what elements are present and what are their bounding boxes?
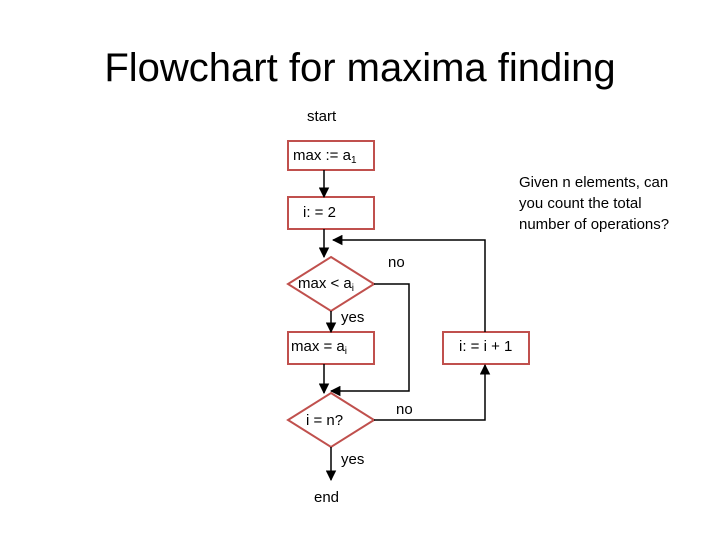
- note-line: number of operations?: [519, 216, 670, 233]
- page-title: Flowchart for maxima finding: [104, 46, 616, 90]
- assign-max-box: [287, 331, 375, 365]
- init-i-box: [287, 196, 375, 230]
- assign-max-label: max = ai: [291, 338, 348, 357]
- check-yes-label: yes: [341, 451, 365, 468]
- edge-increment-loop: [331, 234, 486, 332]
- end-label: end: [314, 489, 340, 506]
- init-max-box: [287, 140, 375, 171]
- init-max-label: max := a1: [293, 147, 357, 166]
- note-line: you count the total: [519, 195, 642, 212]
- question-note: Given n elements, can you count the tota…: [519, 172, 709, 235]
- note-line: Given n elements, can: [519, 174, 669, 191]
- start-label: start: [307, 108, 337, 125]
- compare-label: max < ai: [298, 275, 355, 294]
- increment-box: [442, 331, 530, 365]
- check-no-label: no: [396, 401, 413, 418]
- increment-label: i: = i + 1: [459, 338, 513, 355]
- compare-yes-label: yes: [341, 309, 365, 326]
- edge-check-no: [374, 363, 491, 421]
- check-end-label: i = n?: [306, 412, 344, 429]
- init-i-label: i: = 2: [303, 204, 336, 221]
- compare-no-label: no: [388, 254, 405, 271]
- edge-compare-no: [329, 283, 410, 397]
